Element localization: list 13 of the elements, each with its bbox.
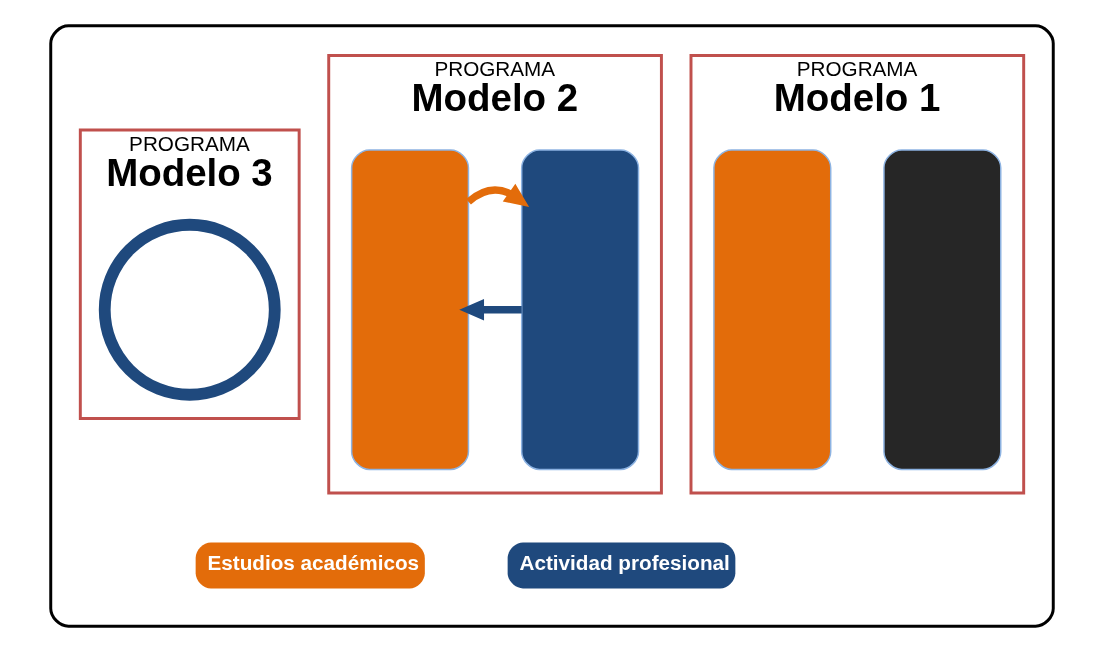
cluster: PROGRAMA Modelo 1 [689, 53, 1025, 495]
arrow [465, 183, 529, 208]
node-box [350, 149, 469, 471]
arrow [458, 298, 522, 321]
cluster: PROGRAMA Modelo 2 [326, 53, 663, 495]
legend-label: Estudios académicos [206, 550, 419, 574]
cluster: PROGRAMA Modelo 3 [78, 128, 301, 420]
node-box [712, 149, 831, 471]
cluster [48, 24, 1055, 628]
node-box [520, 149, 639, 471]
legend-label: Actividad profesional [518, 550, 730, 574]
node-box [882, 149, 1001, 471]
node-circle [98, 218, 281, 401]
